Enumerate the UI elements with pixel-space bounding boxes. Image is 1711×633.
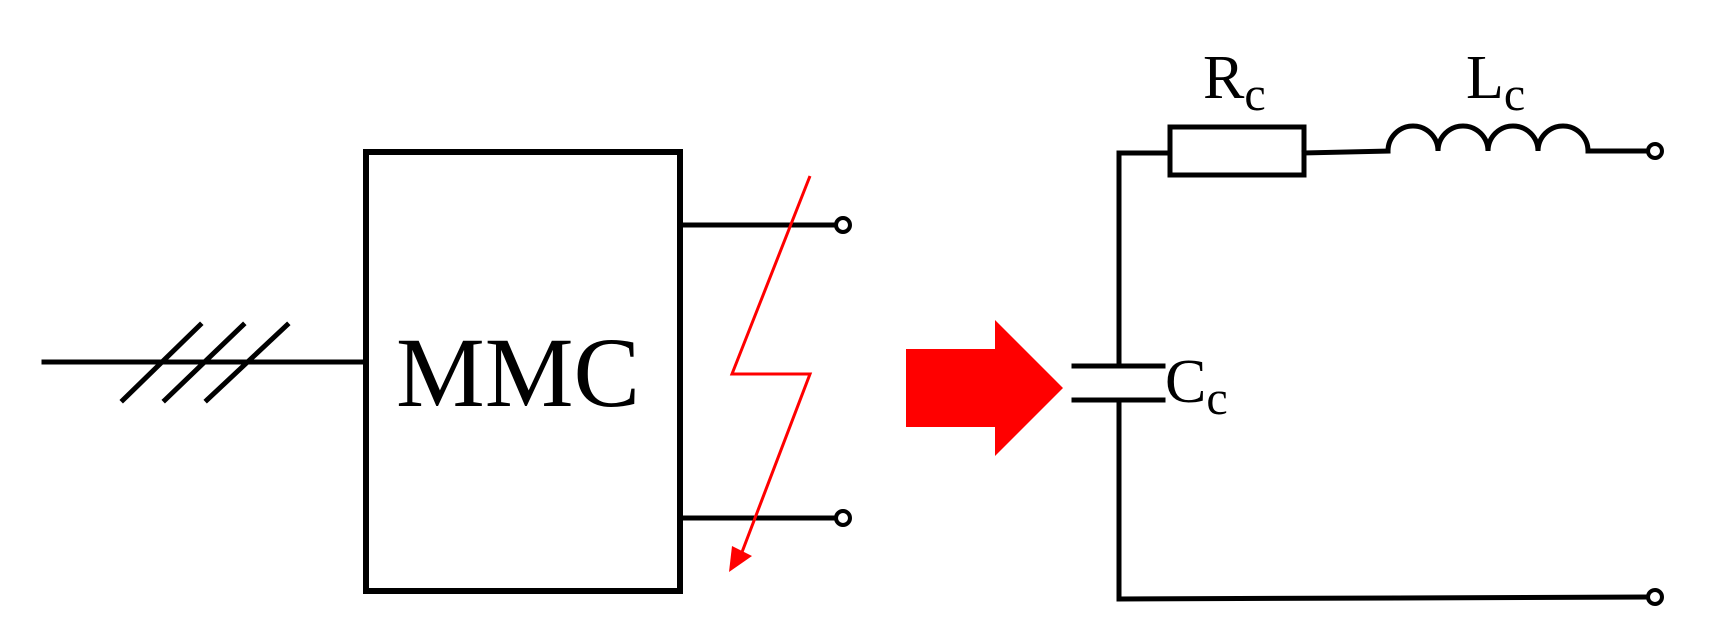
capacitor-symbol: C <box>1165 348 1206 416</box>
output-terminal-top <box>1646 142 1664 160</box>
resistor <box>1167 124 1307 178</box>
resistor-subscript: c <box>1244 68 1265 121</box>
resistor-symbol: R <box>1203 44 1245 112</box>
resistor-label: Rc <box>1203 44 1266 121</box>
inductor <box>1385 123 1591 154</box>
three-phase-marker-icon <box>119 321 291 404</box>
mmc-label: MMC <box>396 317 640 428</box>
capacitor-label: Cc <box>1165 348 1228 425</box>
output-terminal-bottom <box>1646 588 1664 606</box>
inductor-symbol: L <box>1466 44 1504 112</box>
dc-negative-terminal <box>834 509 852 527</box>
equivalent-circuit <box>1071 123 1664 606</box>
lightning-bolt-icon <box>729 175 813 572</box>
capacitor-subscript: c <box>1206 372 1227 425</box>
right-arrow-icon <box>906 320 1063 456</box>
dc-negative-line <box>677 509 852 527</box>
dc-positive-terminal <box>834 216 852 234</box>
inductor-subscript: c <box>1504 68 1525 121</box>
dc-positive-line <box>677 216 852 234</box>
mmc-block <box>363 149 683 594</box>
inductor-label: Lc <box>1466 44 1525 121</box>
